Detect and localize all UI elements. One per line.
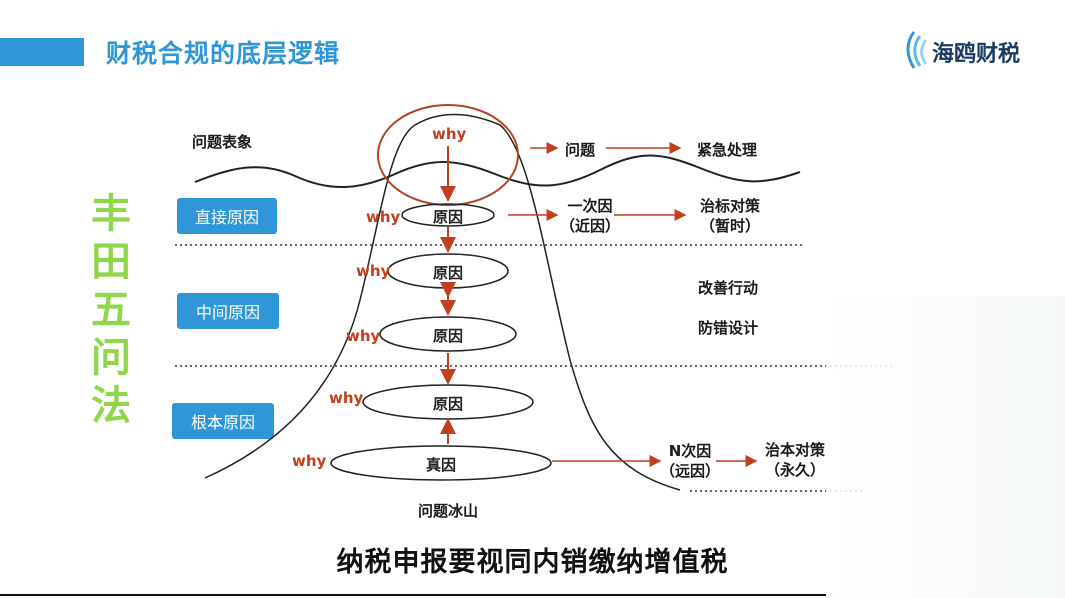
permanent-measure-label: 治本对策 （永久）: [760, 440, 830, 480]
page-title: 财税合规的底层逻辑: [106, 39, 341, 68]
why-label: why: [329, 389, 364, 407]
method-title-char: 问: [91, 335, 131, 381]
cause-label: 原因: [432, 264, 463, 282]
why-label: why: [356, 262, 391, 280]
n-cause-text: N次因: [668, 442, 712, 460]
bottom-border: [0, 594, 826, 596]
iceberg-outline: [204, 113, 681, 491]
problem-label: 问题: [565, 141, 596, 159]
cause-ellipse: [379, 316, 517, 352]
method-title-char: 法: [91, 383, 131, 429]
seagull-wave-icon: [906, 31, 928, 69]
method-title-char: 田: [91, 239, 131, 285]
faded-overlay: [826, 296, 1065, 598]
permanent-measure-note: （永久）: [764, 461, 825, 479]
n-cause-label: N次因 （远因）: [660, 441, 720, 481]
temporary-measure-note: （暂时）: [699, 217, 760, 235]
temporary-measure-text: 治标对策: [699, 197, 760, 215]
improve-label: 改善行动: [698, 279, 759, 297]
emergency-label: 紧急处理: [697, 141, 758, 159]
first-cause-text: 一次因: [567, 197, 613, 215]
water-surface-line: [194, 154, 801, 189]
level-intermediate-cause: 中间原因: [177, 293, 279, 329]
video-subtitle: 纳税申报要视同内销缴纳增值税: [336, 547, 729, 578]
method-title-char: 丰: [91, 191, 131, 237]
temporary-measure-label: 治标对策 （暂时）: [690, 196, 770, 236]
cause-label: 原因: [432, 395, 463, 413]
first-cause-note: （近因）: [560, 217, 621, 235]
true-cause-ellipse: [330, 445, 552, 481]
cause-label: 原因: [432, 208, 463, 226]
problem-circle: [377, 104, 519, 206]
permanent-measure-text: 治本对策: [764, 441, 825, 459]
brand-name: 海鸥财税: [932, 42, 1021, 67]
cause-label: 原因: [432, 327, 463, 345]
level-direct-cause: 直接原因: [177, 198, 277, 234]
method-title-char: 五: [91, 287, 131, 333]
surface-label: 问题表象: [192, 133, 253, 151]
n-cause-note: （远因）: [660, 462, 721, 480]
level-root-cause: 根本原因: [172, 403, 274, 439]
why-label: why: [366, 208, 401, 226]
true-cause-label: 真因: [425, 456, 456, 474]
prevent-label: 防错设计: [698, 319, 759, 337]
why-label: why: [292, 452, 327, 470]
why-label: why: [346, 327, 381, 345]
iceberg-label: 问题冰山: [418, 502, 479, 520]
title-accent-bar: [0, 38, 84, 66]
brand-logo: 海鸥财税: [900, 30, 1040, 70]
first-cause-label: 一次因 （近因）: [560, 196, 620, 236]
cause-ellipse: [401, 203, 495, 227]
why-label-top: why: [432, 125, 467, 143]
method-title: 丰 田 五 问 法: [88, 190, 134, 430]
